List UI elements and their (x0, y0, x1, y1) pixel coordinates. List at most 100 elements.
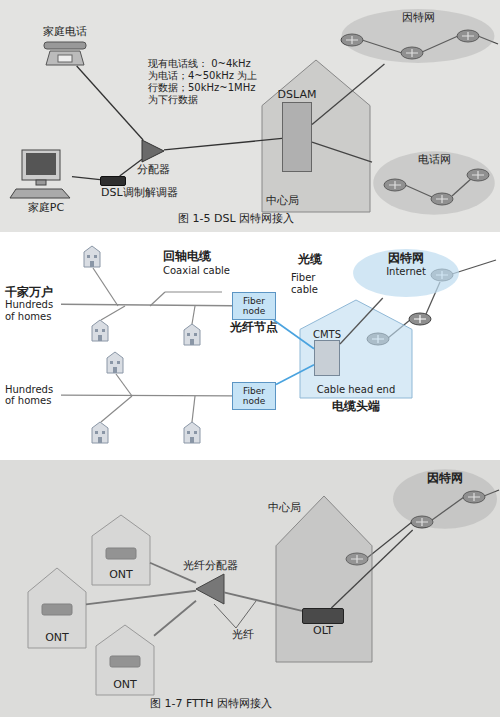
fiber-label: 光纤 (232, 628, 254, 641)
node-outline (92, 515, 150, 585)
fiber-node-box: Fiber node光纤节点 (232, 292, 276, 320)
internet-cloud: 因特网 (340, 8, 496, 64)
connector-line (150, 563, 196, 583)
cable-label: Fiber cable (291, 272, 329, 296)
node-label: DSLAM (278, 89, 317, 102)
internet-cloud: 因特网 (392, 468, 498, 530)
connector-line (61, 304, 232, 306)
node-label: 分配器 (137, 164, 170, 177)
connector-line (72, 177, 100, 180)
cable-label: Coaxial cable (163, 265, 230, 277)
head-end-house: Cable head end电缆头端CMTS (300, 300, 412, 398)
node-label: 电话网 (418, 154, 451, 167)
node-outline (28, 568, 86, 648)
panel-background (0, 232, 500, 460)
coaxial-branch (101, 306, 125, 320)
coaxial-branch (150, 292, 165, 306)
coaxial-branch (192, 396, 195, 422)
pc-icon (10, 150, 70, 198)
panel-background (0, 460, 500, 717)
node-label: 因特网 (427, 472, 463, 486)
node-label: ONT (113, 679, 137, 692)
connector-line (274, 320, 314, 349)
pc-icon (36, 180, 46, 185)
node-outline (96, 625, 154, 695)
node-label: ONT (109, 569, 133, 582)
connector-line (61, 394, 232, 396)
modem-box: DSL调制解调器 (100, 176, 126, 186)
coaxial-branch (116, 374, 132, 396)
node-label: Internet (386, 266, 426, 278)
node-label: CMTS (313, 329, 341, 341)
cmts-rack: CMTS (314, 340, 340, 376)
central-office-house: 中心局 DSLAM (262, 60, 370, 212)
node-label: 因特网 (402, 12, 435, 25)
cable-label: 光缆 (298, 252, 322, 266)
telephone-node: 家庭电话 (42, 40, 88, 66)
fiber-node-box: Fiber node (232, 382, 276, 410)
router-icon (367, 522, 412, 558)
node-outline (262, 60, 370, 212)
house-icon (184, 324, 200, 345)
telephone-icon (44, 42, 86, 65)
coaxial-branch (165, 291, 222, 292)
node-label: 中心局 (268, 502, 301, 515)
house-icon (107, 352, 123, 373)
internet-cloud: 因特网Internet (352, 248, 460, 298)
node-outline (393, 469, 497, 529)
optical-splitter: 光纤分配器 (196, 574, 224, 604)
pc-node: 家庭PC (20, 148, 72, 200)
pc-icon (10, 189, 70, 198)
panel-background (0, 0, 500, 232)
node-label: 千家万户 (5, 286, 53, 300)
node-outline (196, 574, 224, 604)
connector-line (340, 298, 383, 344)
node-outline (300, 300, 412, 398)
node-outline (276, 496, 372, 662)
connector-line (276, 365, 314, 385)
olt-device: OLT (302, 608, 344, 624)
homes-group: 千家万户Hundreds of homes (3, 282, 61, 326)
node-label: 光纤分配器 (183, 560, 238, 573)
node-outline (353, 249, 459, 297)
connector-line (86, 591, 196, 605)
node-label: Cable head end (317, 384, 396, 396)
coaxial-branch (93, 268, 222, 422)
connector-line (331, 530, 412, 608)
connector-line (77, 66, 143, 140)
node-outline (142, 140, 164, 162)
node-label: 中心局 (266, 195, 299, 208)
ont-house: ONT (92, 515, 150, 585)
leader-line (214, 601, 256, 628)
house-icon (92, 320, 108, 341)
coaxial-branch (93, 268, 118, 306)
telephone-icon (46, 51, 84, 65)
connector-line (154, 601, 196, 636)
node-outline (262, 60, 370, 212)
splitter-triangle: 分配器 (142, 140, 164, 162)
node-outline (276, 496, 372, 662)
node-outline (196, 574, 224, 604)
node-label: Fiber node (235, 296, 273, 317)
node-label: Fiber node (235, 386, 273, 407)
node-label: ONT (45, 632, 69, 645)
connector-line (164, 138, 282, 149)
house-icon (92, 422, 108, 443)
node-label: Hundreds of homes (5, 299, 59, 322)
node-label: 光纤节点 (230, 321, 278, 335)
house-icon (84, 246, 100, 267)
node-label: Hundreds of homes (5, 384, 59, 407)
coaxial-branch (192, 306, 195, 324)
figure-caption: 图 1-7 FTTH 因特网接入 (150, 697, 272, 710)
node-label: 家庭PC (28, 202, 64, 215)
coaxial-branch (101, 396, 132, 422)
connector-line (312, 64, 384, 124)
pc-icon (26, 153, 56, 175)
central-office-house: 中心局OLT (276, 496, 372, 662)
node-outline (142, 140, 164, 162)
node-outline (342, 9, 495, 63)
leader-line (214, 601, 256, 628)
telephone-icon (58, 55, 72, 62)
node-label: 因特网 (388, 252, 424, 266)
ont-house: ONT (96, 625, 154, 695)
